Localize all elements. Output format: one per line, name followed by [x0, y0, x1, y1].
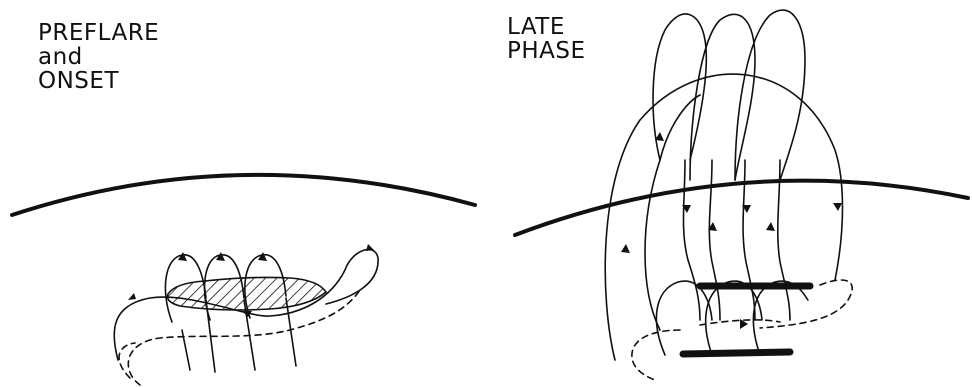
right-flux-1 [683, 160, 700, 320]
right-arrow-7 [766, 222, 775, 231]
right-dashed-lower [632, 330, 680, 380]
panel-label-preflare: PREFLARE and ONSET [38, 21, 159, 93]
left-panel [12, 175, 475, 385]
right-solar-surface [515, 181, 968, 235]
left-leg-4 [286, 298, 296, 366]
panel-label-late-phase: LATE PHASE [507, 15, 586, 63]
right-panel [515, 10, 968, 380]
left-arrow-5 [366, 244, 374, 251]
right-arrow-2 [833, 203, 842, 211]
right-ribbon-lower [683, 352, 790, 354]
right-outer-arc-left [605, 74, 842, 360]
right-arrow-3 [655, 132, 664, 141]
right-arcade-1 [656, 281, 712, 355]
left-arrow-4 [128, 293, 136, 300]
right-flux-4 [778, 160, 790, 320]
left-solar-surface [12, 175, 475, 215]
right-arrow-1 [621, 244, 630, 253]
right-lobe-2 [690, 14, 755, 180]
left-dashed-field-2 [119, 343, 135, 378]
